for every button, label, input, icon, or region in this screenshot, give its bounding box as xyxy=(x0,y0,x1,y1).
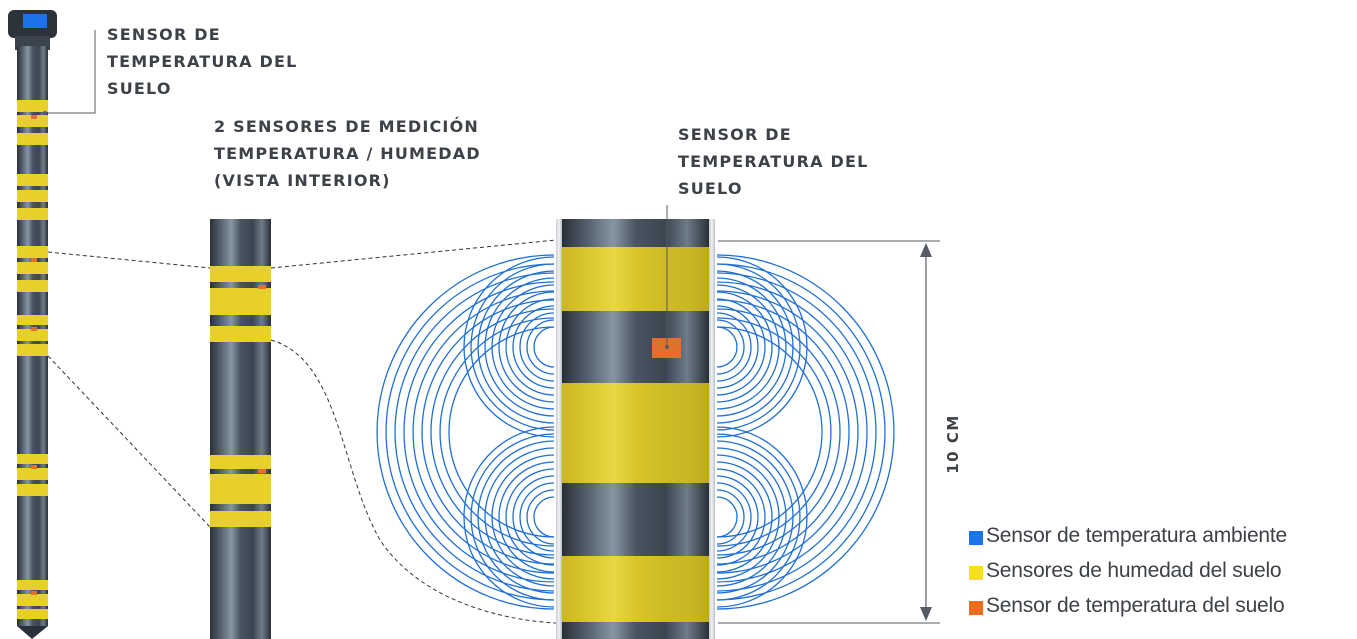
probe-icon xyxy=(8,10,57,639)
field-line xyxy=(716,468,766,566)
field-line xyxy=(403,281,555,583)
field-line xyxy=(439,317,555,547)
field-line xyxy=(716,326,823,538)
field-line xyxy=(448,326,555,538)
field-line xyxy=(716,291,773,403)
field-line xyxy=(498,461,555,573)
field-line xyxy=(716,272,877,592)
field-line xyxy=(716,298,766,396)
field-line xyxy=(505,298,555,396)
field-line xyxy=(716,426,808,608)
probe-segment-icon xyxy=(210,219,271,639)
top-sensor-label: SENSOR DE TEMPERATURA DEL SUELO xyxy=(107,25,298,98)
field-line xyxy=(716,290,859,574)
field-line xyxy=(716,482,752,552)
field-line xyxy=(716,254,895,610)
legend-swatch-icon xyxy=(969,601,983,615)
probe-zoom-icon xyxy=(556,219,715,639)
field-line xyxy=(716,319,745,375)
legend-label: Sensor de temperatura ambiente xyxy=(986,523,1288,547)
field-line xyxy=(716,326,738,368)
legend-item-humidity: Sensores de humedad del suelo xyxy=(969,553,1357,588)
legend-label: Sensor de temperatura del suelo xyxy=(986,593,1285,617)
field-line xyxy=(498,291,555,403)
legend-swatch-icon xyxy=(969,566,983,580)
field-line xyxy=(519,312,555,382)
dimension-arrow-icon xyxy=(718,240,940,624)
field-line xyxy=(716,281,868,583)
field-line xyxy=(470,263,555,431)
dimension-label: 10 CM xyxy=(944,414,962,474)
field-line xyxy=(716,263,801,431)
legend-label: Sensores de humedad del suelo xyxy=(986,558,1282,582)
field-line xyxy=(533,326,555,368)
humidity-bands xyxy=(17,100,48,619)
legend: Sensor de temperatura ambiente Sensores … xyxy=(969,518,1357,623)
field-line xyxy=(470,433,555,601)
field-line xyxy=(477,270,555,424)
field-line xyxy=(526,489,555,545)
field-line xyxy=(385,263,555,601)
zoom-sensor-label: SENSOR DE TEMPERATURA DEL SUELO xyxy=(678,125,869,198)
field-line xyxy=(477,440,555,594)
field-line xyxy=(716,256,808,438)
field-line xyxy=(716,299,850,565)
field-line xyxy=(716,270,794,424)
field-line xyxy=(716,496,738,538)
interior-view-label: 2 SENSORES DE MEDICIÓN TEMPERATURA / HUM… xyxy=(214,117,481,190)
field-line xyxy=(533,496,555,538)
field-line xyxy=(421,299,555,565)
field-line xyxy=(716,263,886,601)
field-line xyxy=(716,461,773,573)
field-line xyxy=(376,254,555,610)
ambient-sensor-cap xyxy=(23,14,47,28)
field-line xyxy=(519,482,555,552)
field-line xyxy=(463,426,555,608)
legend-item-soil-temp: Sensor de temperatura del suelo xyxy=(969,588,1357,623)
field-line xyxy=(412,290,555,574)
field-line xyxy=(526,319,555,375)
field-line xyxy=(716,440,794,594)
temp-markers xyxy=(31,115,37,595)
field-line xyxy=(716,312,752,382)
field-line xyxy=(505,468,555,566)
legend-item-ambient: Sensor de temperatura ambiente xyxy=(969,518,1357,553)
field-line xyxy=(716,433,801,601)
field-line xyxy=(463,256,555,438)
field-line xyxy=(716,317,832,547)
legend-swatch-icon xyxy=(969,531,983,545)
field-line xyxy=(716,308,841,556)
field-lines xyxy=(376,254,895,610)
field-line xyxy=(430,308,555,556)
top-sensor-leader xyxy=(45,30,96,114)
field-line xyxy=(394,272,555,592)
field-line xyxy=(716,489,745,545)
